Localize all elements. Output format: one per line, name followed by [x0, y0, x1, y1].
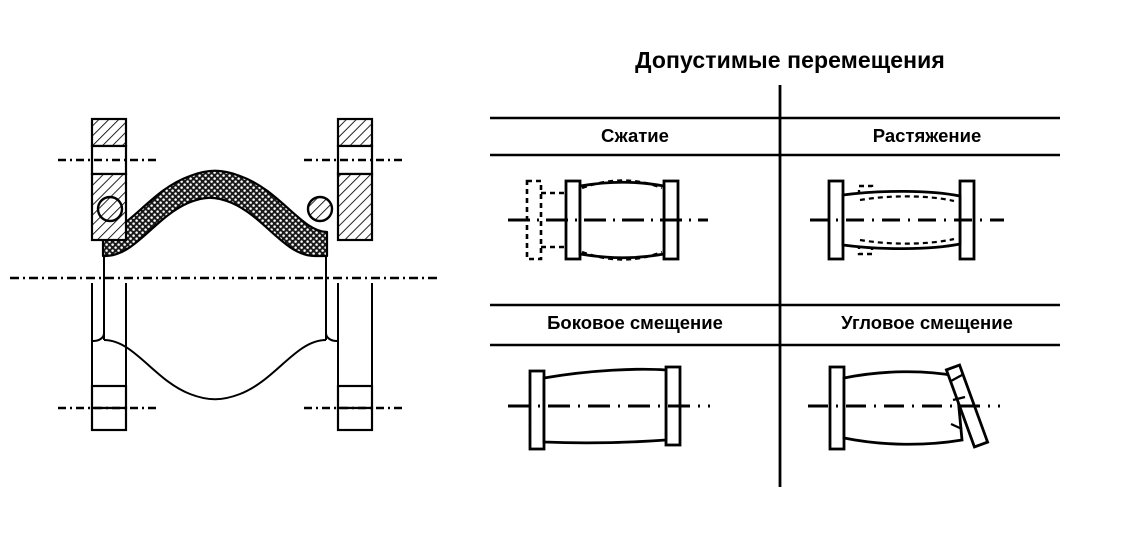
allowable-movements-table: Допустимые перемещения Сжатие Растяжение… — [470, 0, 1125, 555]
expansion-joint-drawing — [0, 0, 470, 555]
angular-solid-body — [828, 363, 990, 451]
bead-ring-right — [306, 195, 334, 223]
flange-bottom-right — [336, 384, 374, 432]
tension-diagram — [810, 179, 1004, 261]
compression-diagram — [508, 179, 708, 261]
flange-bottom-left — [90, 384, 128, 432]
table-title: Допустимые перемещения — [635, 47, 945, 73]
lateral-offset-diagram — [508, 365, 710, 451]
bead-ring-left — [96, 195, 124, 223]
bellows-inner-wall — [103, 256, 327, 340]
header-compression: Сжатие — [601, 125, 669, 146]
expansion-joint-svg — [10, 117, 440, 432]
rubber-bellows — [101, 169, 329, 258]
angle-tick-marks — [950, 374, 966, 431]
header-lateral-offset: Боковое смещение — [547, 312, 723, 333]
header-tension: Растяжение — [872, 125, 982, 146]
table-grid — [490, 85, 1060, 487]
header-angular-offset: Угловое смещение — [841, 312, 1013, 333]
flange-top-right — [336, 117, 374, 242]
angular-offset-diagram — [808, 363, 1000, 451]
lower-outline-view — [91, 283, 373, 416]
